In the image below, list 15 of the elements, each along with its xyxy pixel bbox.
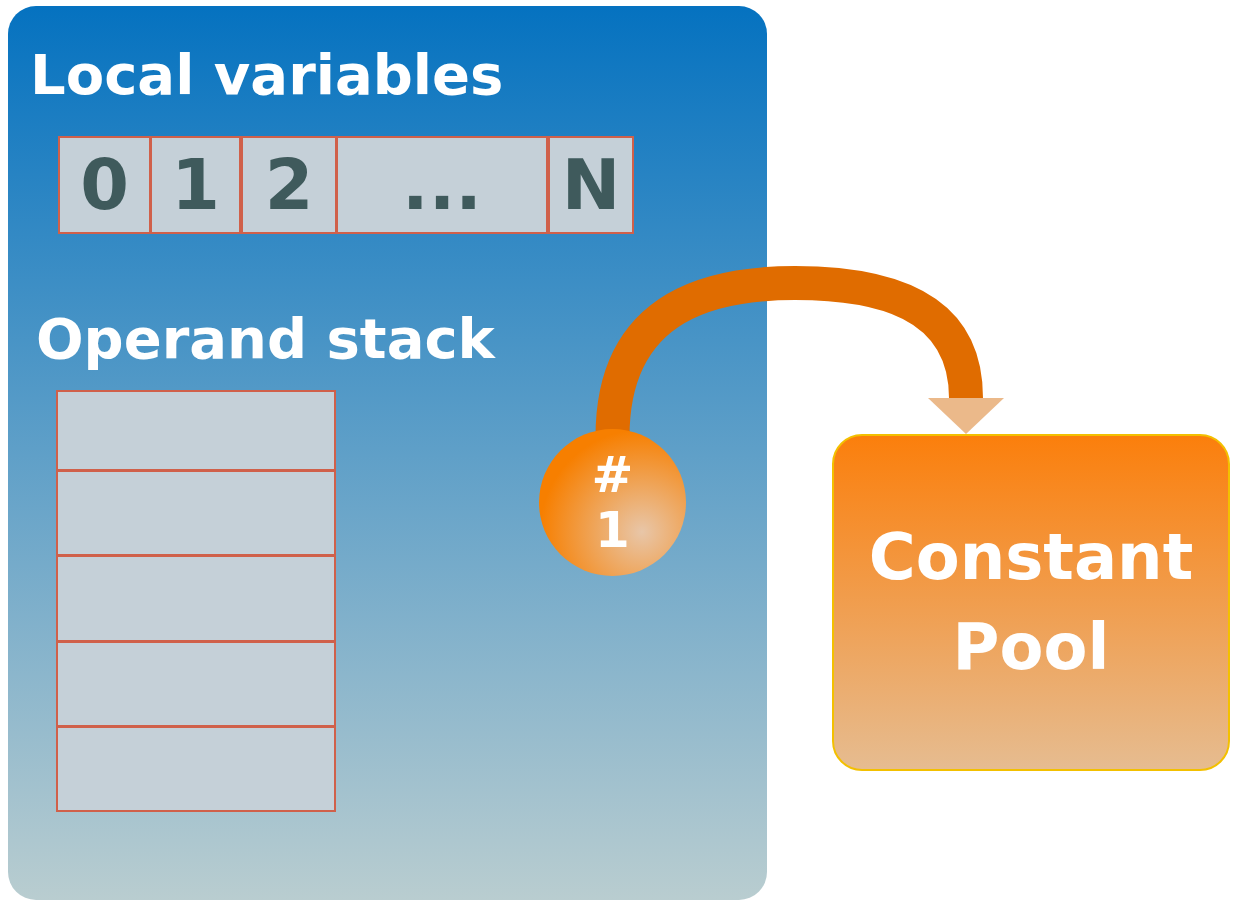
- local-variables-heading: Local variables: [30, 44, 504, 106]
- reference-circle: #1: [539, 429, 686, 576]
- stack-slot: [56, 641, 336, 727]
- local-variable-cell: ...: [336, 136, 548, 234]
- panel-background: [8, 6, 767, 900]
- local-variable-cell: 0: [58, 136, 151, 234]
- stack-slot: [56, 390, 336, 471]
- operand-stack-heading: Operand stack: [36, 308, 495, 370]
- stack-slot: [56, 470, 336, 556]
- local-variable-cell: N: [548, 136, 634, 234]
- stack-slot: [56, 555, 336, 642]
- local-variable-cell: 2: [241, 136, 337, 234]
- constant-pool-box: Constant Pool: [832, 434, 1230, 771]
- stack-slot: [56, 726, 336, 812]
- local-variable-cell: 1: [150, 136, 241, 234]
